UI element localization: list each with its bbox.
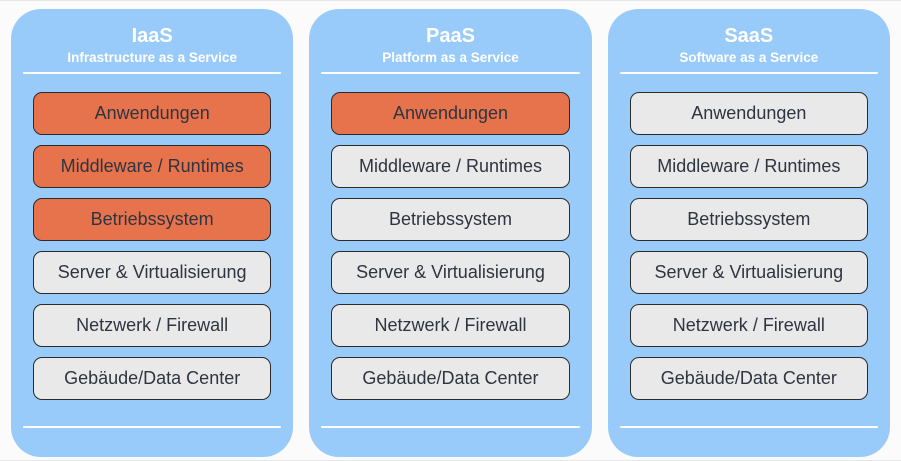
layer-server-virtualisierung: Server & Virtualisierung xyxy=(33,251,272,294)
footer-divider xyxy=(619,426,878,428)
footer-divider xyxy=(23,426,282,428)
column-subtitle: Platform as a Service xyxy=(382,50,519,65)
column-title: PaaS xyxy=(426,25,475,47)
column-paas: PaaS Platform as a Service Anwendungen M… xyxy=(309,9,592,457)
layer-middleware-runtimes: Middleware / Runtimes xyxy=(33,145,272,188)
header-divider xyxy=(23,72,282,74)
layer-server-virtualisierung: Server & Virtualisierung xyxy=(629,251,868,294)
layer-gebaeude-data-center: Gebäude/Data Center xyxy=(331,357,570,400)
column-saas: SaaS Software as a Service Anwendungen M… xyxy=(607,9,890,457)
column-iaas-header: IaaS Infrastructure as a Service xyxy=(23,25,282,74)
layer-gebaeude-data-center: Gebäude/Data Center xyxy=(33,357,272,400)
footer-divider xyxy=(321,426,580,428)
layer-netzwerk-firewall: Netzwerk / Firewall xyxy=(629,304,868,347)
header-divider xyxy=(321,72,580,74)
column-saas-header: SaaS Software as a Service xyxy=(619,25,878,74)
header-divider xyxy=(619,72,878,74)
layer-netzwerk-firewall: Netzwerk / Firewall xyxy=(331,304,570,347)
column-title: IaaS xyxy=(131,25,173,47)
layer-stack: Anwendungen Middleware / Runtimes Betrie… xyxy=(33,92,272,400)
layer-anwendungen: Anwendungen xyxy=(331,92,570,135)
layer-stack: Anwendungen Middleware / Runtimes Betrie… xyxy=(331,92,570,400)
layer-netzwerk-firewall: Netzwerk / Firewall xyxy=(33,304,272,347)
layer-betriebssystem: Betriebssystem xyxy=(33,198,272,241)
layer-anwendungen: Anwendungen xyxy=(33,92,272,135)
column-subtitle: Infrastructure as a Service xyxy=(67,50,237,65)
column-subtitle: Software as a Service xyxy=(679,50,819,65)
layer-middleware-runtimes: Middleware / Runtimes xyxy=(629,145,868,188)
column-paas-header: PaaS Platform as a Service xyxy=(321,25,580,74)
column-iaas: IaaS Infrastructure as a Service Anwendu… xyxy=(11,9,294,457)
layer-stack: Anwendungen Middleware / Runtimes Betrie… xyxy=(629,92,868,400)
layer-anwendungen: Anwendungen xyxy=(629,92,868,135)
layer-betriebssystem: Betriebssystem xyxy=(629,198,868,241)
layer-gebaeude-data-center: Gebäude/Data Center xyxy=(629,357,868,400)
layer-server-virtualisierung: Server & Virtualisierung xyxy=(331,251,570,294)
column-title: SaaS xyxy=(724,25,774,47)
layer-betriebssystem: Betriebssystem xyxy=(331,198,570,241)
layer-middleware-runtimes: Middleware / Runtimes xyxy=(331,145,570,188)
